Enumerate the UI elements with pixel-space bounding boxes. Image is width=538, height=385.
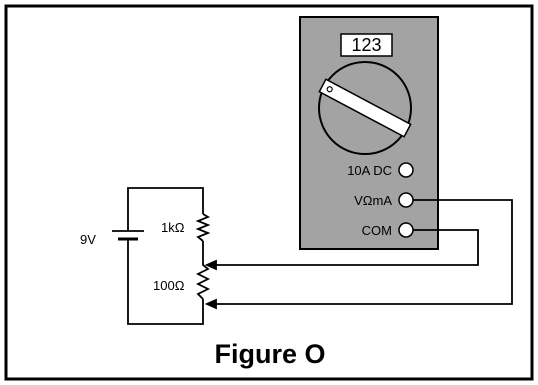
arrow-tip-lower <box>204 298 217 310</box>
meter-display-value: 123 <box>351 35 381 55</box>
jack-v-ohm-ma[interactable] <box>398 192 414 208</box>
test-leads <box>204 199 513 310</box>
jack-label-com: COM <box>362 223 392 238</box>
wire-top <box>127 187 204 226</box>
figure-border <box>4 4 534 381</box>
arrow-tip-upper <box>204 259 217 271</box>
lead-v-ohm-ma <box>216 199 513 305</box>
jack-label-v-ohm-ma: VΩmA <box>354 193 392 208</box>
battery-label: 9V <box>80 232 96 247</box>
selector-knob[interactable] <box>318 78 412 138</box>
jack-com[interactable] <box>398 222 414 238</box>
jack-10a[interactable] <box>398 162 414 178</box>
potentiometer-100 <box>195 254 211 300</box>
resistor-1k <box>195 213 211 242</box>
circuit <box>112 187 211 325</box>
potentiometer-label: 100Ω <box>153 278 185 293</box>
lead-com <box>216 229 479 266</box>
meter-display <box>340 33 393 57</box>
selector-indicator-dot <box>326 86 333 93</box>
resistor-1k-label: 1kΩ <box>161 220 185 235</box>
wire-bottom <box>127 247 204 325</box>
figure-title: Figure O <box>214 339 325 369</box>
multimeter: 123 10A DC VΩmA COM <box>299 16 439 250</box>
jack-label-10a: 10A DC <box>347 163 392 178</box>
